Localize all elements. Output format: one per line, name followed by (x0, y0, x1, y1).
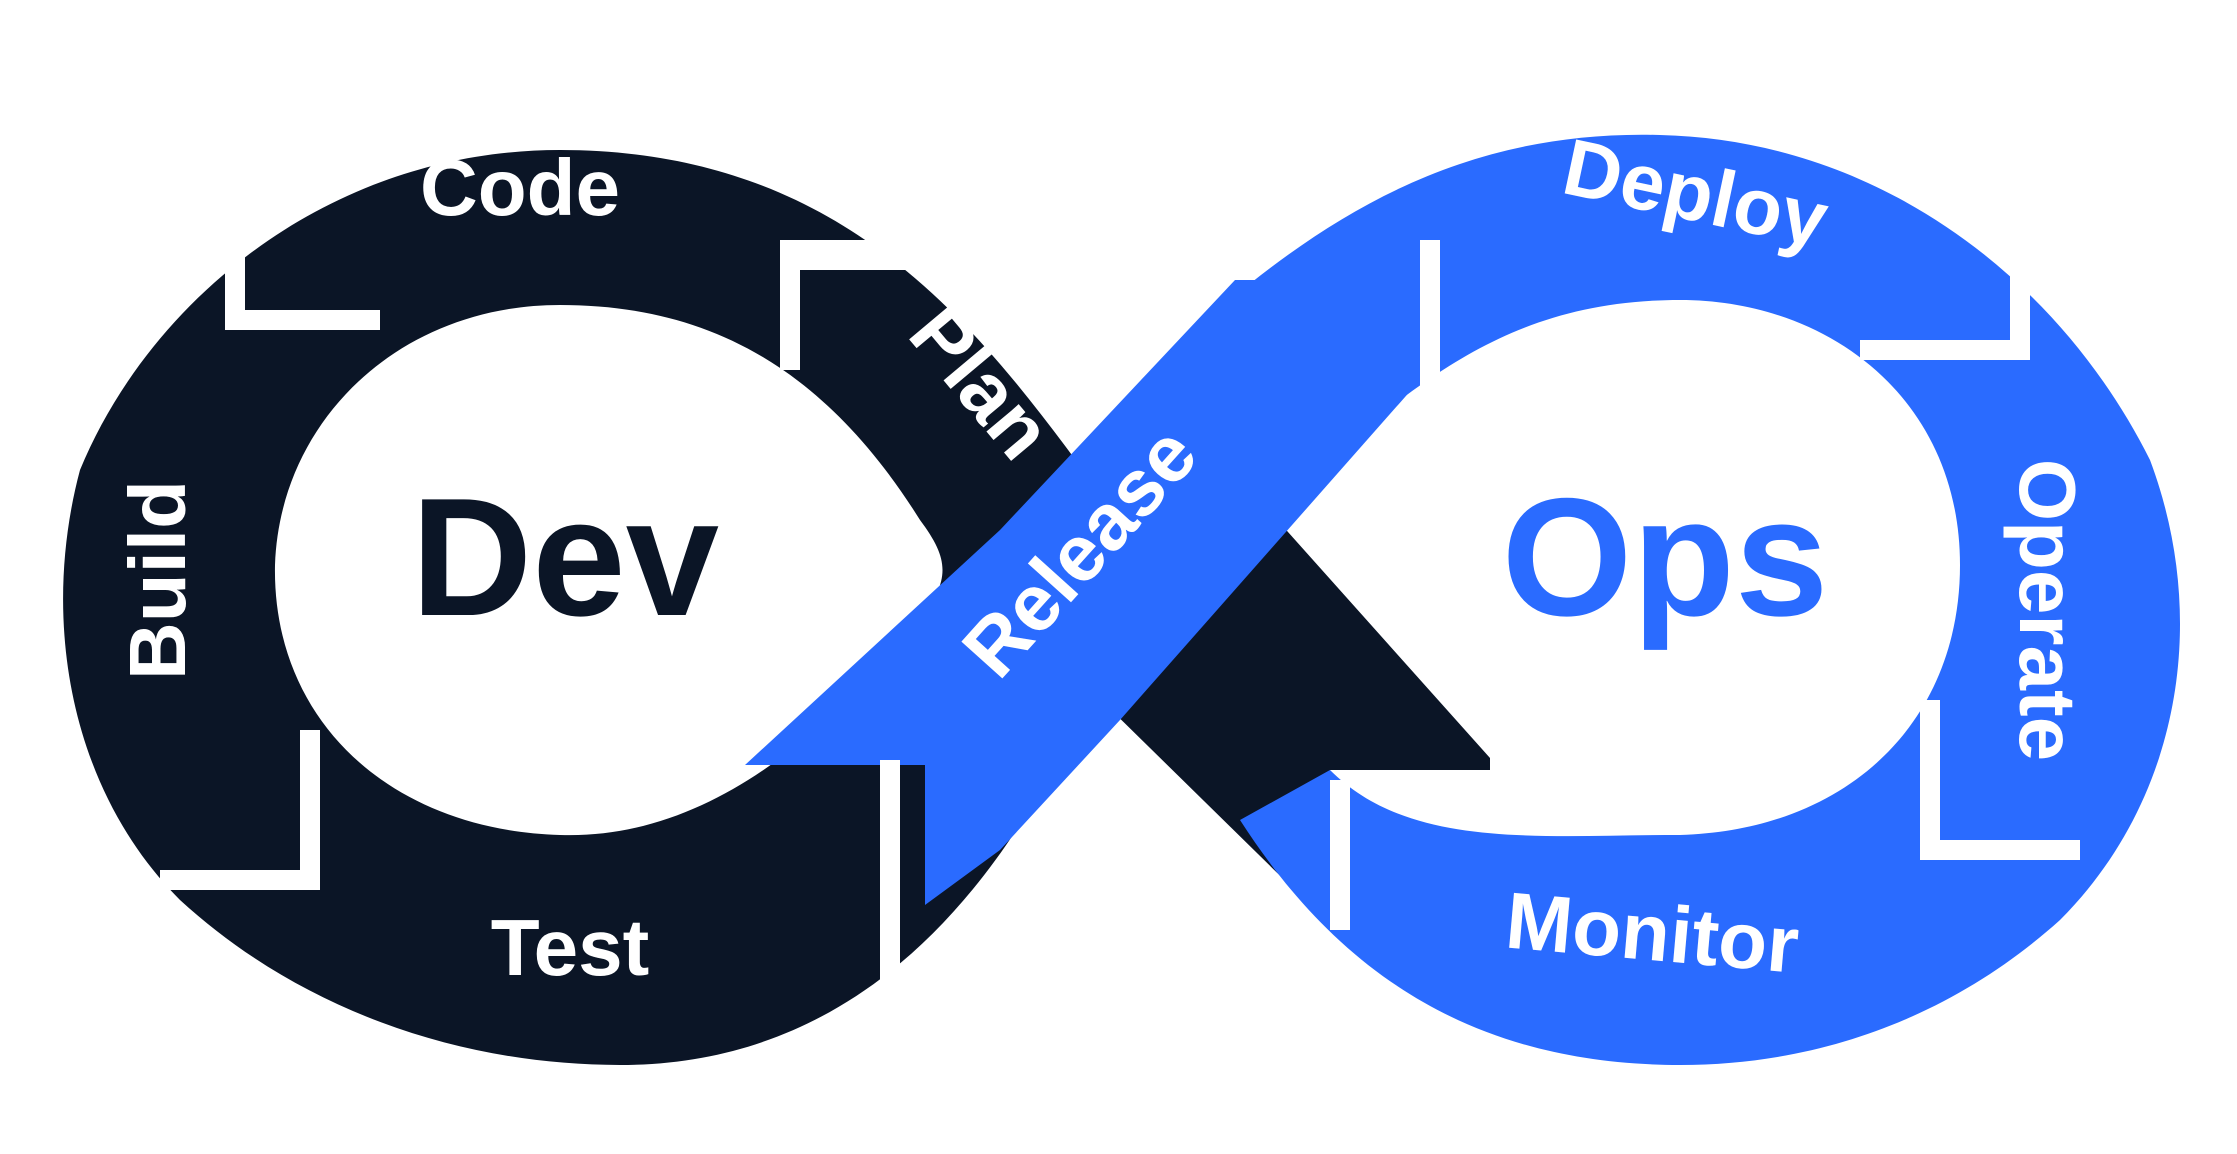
stage-label-test: Test (491, 903, 650, 992)
separator-deploy-operate (2010, 200, 2030, 360)
separator-plan-top (800, 240, 1030, 270)
separator-operate-monitor-v (1920, 700, 1940, 860)
separator-release-deploy (1420, 240, 1440, 390)
ops-ring (1230, 134, 2180, 1066)
separator-code-plan (780, 240, 800, 370)
separator-build-code (225, 135, 245, 330)
center-label-ops: Ops (1502, 463, 1829, 651)
center-label-dev: Dev (411, 463, 719, 651)
stage-label-code: Code (420, 143, 620, 232)
release-band (745, 280, 1420, 905)
separator-test-release (880, 760, 900, 1000)
dev-ring (63, 150, 1151, 1065)
separator-build-test-v (300, 730, 320, 890)
stage-label-build: Build (113, 480, 202, 680)
separator-monitor-crossing (1330, 780, 1350, 930)
separator-build-test (160, 870, 320, 890)
separator-build-code-h (225, 310, 380, 330)
ops-loop (745, 134, 2180, 1066)
stage-label-operate: Operate (2003, 459, 2092, 761)
separator-deploy-operate-h (1860, 340, 2030, 360)
separator-operate-monitor (1920, 840, 2080, 860)
segment-separators (160, 135, 2080, 1000)
